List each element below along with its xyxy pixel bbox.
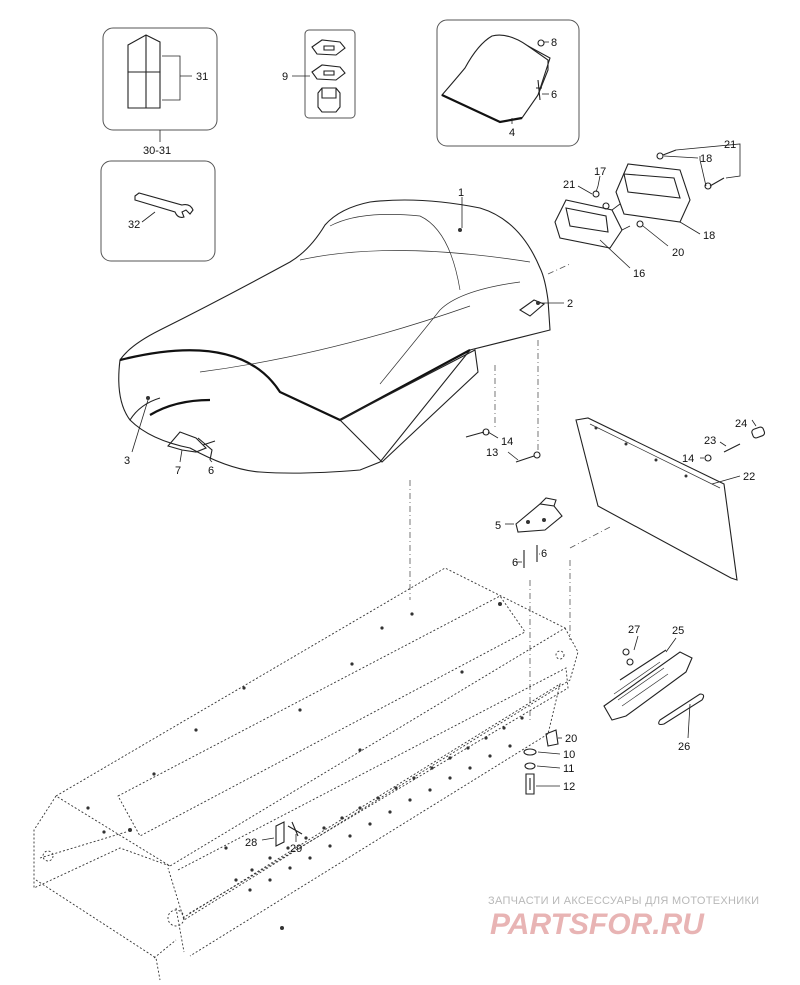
callout-20a: 20 [672, 247, 684, 259]
callout-28: 28 [245, 837, 257, 849]
watermark: ЗАПЧАСТИ И АКСЕССУАРЫ ДЛЯ МОТОТЕХНИКИ PA… [488, 895, 759, 941]
callout-16: 16 [633, 268, 645, 280]
watermark-tagline: ЗАПЧАСТИ И АКСЕССУАРЫ ДЛЯ МОТОТЕХНИКИ [488, 895, 759, 907]
seat-fasteners: 14 13 5 6 6 [409, 340, 571, 720]
callout-27: 27 [628, 624, 640, 636]
inset-box-30-31: 31 30-31 [102, 27, 218, 157]
seat-strap-part-upper [127, 34, 161, 73]
callout-22: 22 [743, 471, 755, 483]
bottom-fastener-stack: 20 10 11 12 [523, 729, 577, 795]
seat-front-panel [339, 349, 479, 463]
callout-8: 8 [551, 37, 557, 49]
callout-30-31: 30-31 [143, 145, 171, 157]
callout-25: 25 [672, 625, 684, 637]
mounting-plate [311, 64, 346, 81]
callout-18b: 18 [703, 230, 715, 242]
callout-14b: 14 [682, 453, 694, 465]
latch-strap [167, 431, 207, 453]
gasket-plate [311, 39, 346, 56]
callout-13: 13 [486, 447, 498, 459]
callout-7: 7 [175, 465, 181, 477]
callout-6c: 6 [512, 557, 518, 569]
callout-11: 11 [563, 763, 574, 775]
rubber-bumper [317, 87, 341, 113]
callout-23: 23 [704, 435, 716, 447]
callout-2: 2 [567, 298, 573, 310]
callout-29: 29 [290, 843, 302, 855]
latch-bracket [515, 503, 563, 533]
callout-18a: 18 [700, 153, 712, 165]
snow-flap: 22 14 23 24 [569, 417, 766, 581]
inset-box-32: 32 [100, 160, 216, 262]
callout-1: 1 [458, 187, 464, 199]
callout-12: 12 [563, 781, 575, 793]
taillight-lens [615, 163, 691, 223]
taillight-assembly: 17 21 21 18 18 20 16 [547, 139, 741, 280]
reflector [658, 693, 705, 726]
callout-21b: 21 [724, 139, 736, 151]
seat-outline [118, 199, 551, 474]
callout-6a: 6 [551, 89, 557, 101]
callout-17: 17 [594, 166, 606, 178]
chassis-tunnel: 28 29 [33, 567, 579, 981]
seat-assembly: 1 2 3 7 6 [118, 187, 573, 477]
callout-6b: 6 [208, 465, 214, 477]
watermark-logo: PARTSFOR.RU [490, 908, 705, 941]
callout-3: 3 [124, 455, 130, 467]
callout-14a: 14 [501, 436, 513, 448]
callout-20b: 20 [565, 733, 577, 745]
callout-4: 4 [509, 127, 515, 139]
callout-6d: 6 [541, 548, 547, 560]
callout-24: 24 [735, 418, 747, 430]
callout-9: 9 [282, 71, 288, 83]
callout-21a: 21 [563, 179, 575, 191]
seat-strap-part-lower [127, 71, 161, 109]
footrest-step: 26 25 27 [603, 624, 705, 753]
callout-5: 5 [495, 520, 501, 532]
cable-clip [275, 821, 285, 847]
inset-box-4: 8 6 4 [436, 19, 580, 147]
callout-26: 26 [678, 741, 690, 753]
taillight-housing [554, 199, 623, 249]
callout-10: 10 [563, 749, 575, 761]
callout-32: 32 [128, 219, 140, 231]
wrench-tool [134, 192, 194, 218]
inset-box-9: 9 [282, 29, 356, 119]
callout-31: 31 [196, 71, 208, 83]
